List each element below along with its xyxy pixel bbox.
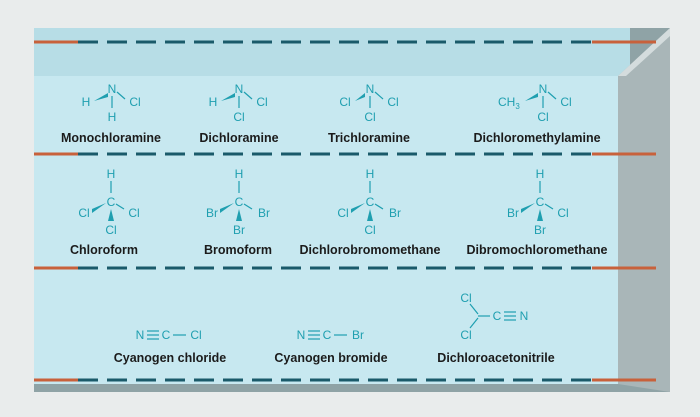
shelves: [34, 40, 656, 382]
atom-c: C: [493, 309, 502, 323]
compound-bromoform: H C Br Br Br Bromoform: [204, 167, 272, 257]
compound-cyanogen-bromide: N C Br Cyanogen bromide: [274, 328, 387, 365]
bond: [243, 203, 253, 210]
bond: [469, 303, 479, 315]
atom-cl: Cl: [233, 110, 244, 124]
atom-cl: Cl: [337, 206, 348, 220]
bond: [374, 203, 384, 210]
hashed-bond: [94, 93, 108, 101]
hashed-bond: [521, 203, 535, 213]
bond: [544, 203, 554, 210]
compound-dichloromethylamine: CH3 N Cl Cl Dichloromethylamine: [473, 82, 600, 145]
compound-chloroform: H C Cl Cl Cl Chloroform: [70, 167, 140, 257]
compound-trichloramine: Cl N Cl Cl Trichloramine: [328, 82, 410, 145]
atom-cl: Cl: [364, 110, 375, 124]
atom-cl: Cl: [105, 223, 116, 237]
atom-ch3: CH3: [498, 95, 520, 111]
atom-n: N: [136, 328, 145, 342]
tank-side-edge: [618, 28, 670, 76]
wedge-bond: [367, 209, 373, 221]
atom-h: H: [82, 95, 91, 109]
atom-h: H: [536, 167, 545, 181]
atom-c: C: [235, 195, 244, 209]
atom-c: C: [107, 195, 116, 209]
compound-dibromochloromethane: H C Br Cl Br Dibromochloromethane: [467, 167, 608, 257]
atom-cl: Cl: [560, 95, 571, 109]
atom-cl: Cl: [460, 328, 471, 342]
tank-back-wall: [34, 28, 630, 76]
atom-cl: Cl: [339, 95, 350, 109]
compound-name: Dibromochloromethane: [467, 243, 608, 257]
hashed-bond: [355, 93, 365, 101]
bond: [469, 317, 479, 329]
atom-cl: Cl: [190, 328, 201, 342]
atom-cl: Cl: [557, 206, 568, 220]
compound-dichloramine: H N Cl Cl Dichloramine: [199, 82, 278, 145]
hashed-bond: [92, 203, 106, 213]
atom-cl: Cl: [128, 206, 139, 220]
wedge-bond: [108, 209, 114, 221]
hashed-bond: [351, 203, 365, 213]
compound-name: Monochloramine: [61, 131, 161, 145]
compound-name: Cyanogen chloride: [114, 351, 227, 365]
tank-interior: [34, 76, 618, 384]
tank: [34, 28, 670, 392]
bond: [547, 91, 557, 100]
compound-name: Cyanogen bromide: [274, 351, 387, 365]
atom-h: H: [209, 95, 218, 109]
compound-dichloroacetonitrile: Cl Cl C N Dichloroacetonitrile: [437, 291, 554, 365]
atom-cl: Cl: [537, 110, 548, 124]
bond: [115, 203, 125, 210]
compound-name: Dichloromethylamine: [473, 131, 600, 145]
hashed-bond: [220, 203, 234, 213]
atom-h: H: [108, 110, 117, 124]
wedge-bond: [236, 209, 242, 221]
hashed-bond: [221, 93, 235, 101]
atom-cl: Cl: [460, 291, 471, 305]
compound-name: Trichloramine: [328, 131, 410, 145]
atom-c: C: [366, 195, 375, 209]
atom-n: N: [520, 309, 529, 323]
atom-c: C: [162, 328, 171, 342]
atom-cl: Cl: [78, 206, 89, 220]
atom-c: C: [536, 195, 545, 209]
atom-h: H: [366, 167, 375, 181]
compound-dichlorobromomethane: H C Cl Br Cl Dichlorobromomethane: [300, 167, 441, 257]
compound-cyanogen-chloride: N C Cl Cyanogen chloride: [114, 328, 227, 365]
atom-n: N: [297, 328, 306, 342]
atom-cl: Cl: [129, 95, 140, 109]
compound-name: Dichlorobromomethane: [300, 243, 441, 257]
compound-name: Dichloramine: [199, 131, 278, 145]
bond: [374, 91, 384, 100]
atom-h: H: [235, 167, 244, 181]
hashed-bond: [525, 93, 538, 101]
bond: [243, 91, 253, 100]
tank-side-wall: [618, 28, 670, 392]
atom-br: Br: [352, 328, 364, 342]
wedge-bond: [537, 209, 543, 221]
compound-name: Bromoform: [204, 243, 272, 257]
bond: [116, 91, 126, 100]
atom-cl: Cl: [256, 95, 267, 109]
atom-n: N: [539, 82, 548, 96]
atom-n: N: [108, 82, 117, 96]
compound-monochloramine: H N Cl H Monochloramine: [61, 82, 161, 145]
atom-br: Br: [258, 206, 270, 220]
compound-name: Dichloroacetonitrile: [437, 351, 554, 365]
atom-br: Br: [206, 206, 218, 220]
atom-n: N: [366, 82, 375, 96]
compound-name: Chloroform: [70, 243, 138, 257]
atom-n: N: [235, 82, 244, 96]
atom-br: Br: [233, 223, 245, 237]
atom-br: Br: [389, 206, 401, 220]
atom-c: C: [323, 328, 332, 342]
atom-br: Br: [534, 223, 546, 237]
atom-cl: Cl: [364, 223, 375, 237]
atom-cl: Cl: [387, 95, 398, 109]
atom-br: Br: [507, 206, 519, 220]
atom-h: H: [107, 167, 116, 181]
